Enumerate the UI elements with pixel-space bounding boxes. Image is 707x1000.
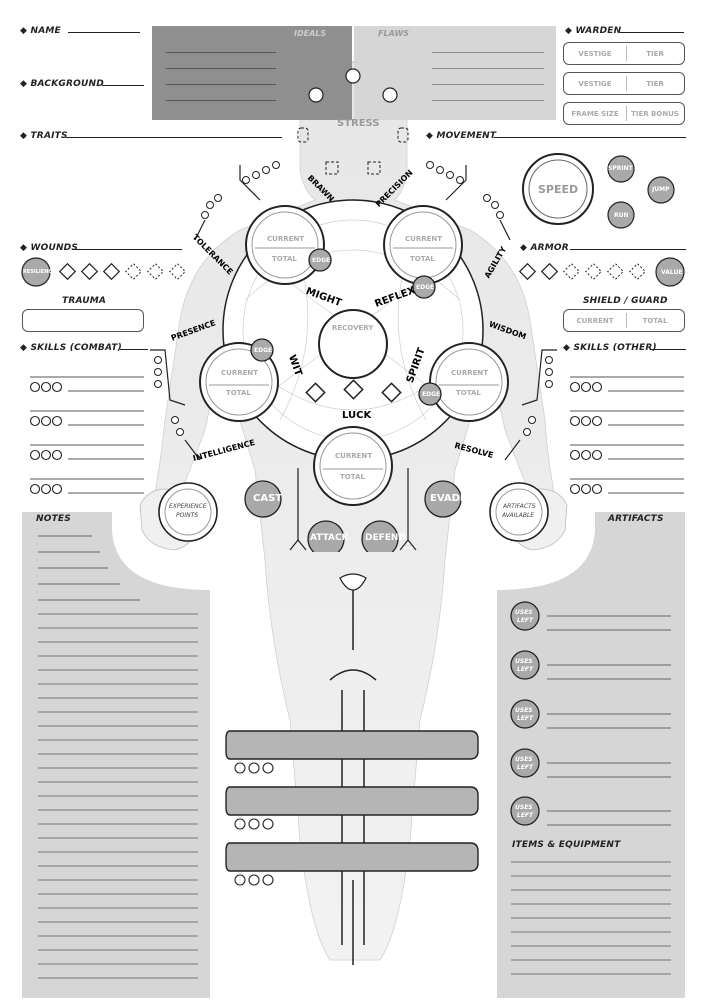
xp-artifact-circles[interactable] [0, 472, 707, 552]
uses-left-1a: USES [515, 609, 533, 616]
frame-size-label: FRAME SIZE [571, 109, 619, 118]
warden-box-2[interactable]: VESTIGE TIER [563, 72, 685, 95]
head-markers [297, 68, 409, 175]
tier-label: TIER [646, 49, 664, 58]
warden-label: ◆ WARDEN [565, 26, 622, 36]
artifacts-panel[interactable] [495, 510, 695, 1000]
trauma-field[interactable] [22, 309, 144, 332]
might-total: TOTAL [272, 255, 297, 263]
reflex-current: CURRENT [405, 235, 443, 243]
traits-line[interactable] [66, 137, 282, 138]
current-label: CURRENT [576, 316, 614, 325]
reflex-total: TOTAL [410, 255, 435, 263]
uses-left-5b: LEFT [517, 812, 534, 819]
skills-combat-label: ◆ SKILLS (COMBAT) [20, 343, 122, 353]
spirit-current: CURRENT [451, 369, 489, 377]
trauma-label: TRAUMA [62, 296, 107, 306]
wounds-label: ◆ WOUNDS [20, 243, 79, 253]
might-current: CURRENT [267, 235, 305, 243]
armor-label: ◆ ARMOR [520, 243, 569, 253]
uses-left-3b: LEFT [517, 715, 534, 722]
tier-bonus-label: TIER BONUS [631, 109, 679, 118]
notes-panel[interactable] [20, 510, 220, 1000]
skills-combat-list[interactable] [26, 370, 156, 500]
experience-label-1: EXPERIENCE [169, 503, 207, 510]
total-label: TOTAL [642, 316, 668, 325]
items-equipment-label: ITEMS & EQUIPMENT [512, 840, 621, 850]
movement-label: ◆ MOVEMENT [426, 131, 497, 141]
luck-current: CURRENT [335, 452, 373, 460]
value-label: VALUE [661, 269, 683, 276]
spirit-edge: EDGE [422, 391, 441, 398]
vestige-label: VESTIGE [578, 49, 612, 58]
skills-other-label: ◆ SKILLS (OTHER) [563, 343, 657, 353]
wit-current: CURRENT [221, 369, 259, 377]
attack-button[interactable]: ATTACK [310, 533, 349, 543]
uses-left-4b: LEFT [517, 764, 534, 771]
reflex-edge: EDGE [416, 284, 435, 291]
speed-label: SPEED [538, 183, 579, 196]
uses-left-1b: LEFT [517, 617, 534, 624]
stat-pools[interactable] [0, 0, 707, 600]
warden-box-3[interactable]: FRAME SIZE TIER BONUS [563, 102, 685, 125]
traits-label: ◆ TRAITS [20, 131, 68, 141]
defend-button[interactable]: DEFEND [365, 533, 406, 543]
uses-left-5a: USES [515, 804, 533, 811]
background-label: ◆ BACKGROUND [20, 79, 104, 89]
name-line[interactable] [68, 32, 140, 33]
armor-track[interactable] [510, 255, 690, 291]
uses-left-2a: USES [515, 658, 533, 665]
flaws-panel[interactable]: FLAWS [354, 26, 556, 120]
weapon-slots[interactable] [220, 725, 490, 895]
cast-button[interactable]: CAST [253, 493, 283, 504]
tier-label: TIER [646, 79, 664, 88]
shield-guard-box[interactable]: CURRENT TOTAL [563, 309, 685, 332]
wit-edge: EDGE [254, 347, 273, 354]
pommel-icon [339, 573, 367, 591]
wounds-track[interactable] [20, 255, 200, 291]
artifacts-label: ARTIFACTS [608, 514, 664, 524]
flaws-label: FLAWS [378, 29, 409, 38]
uses-left-2b: LEFT [517, 666, 534, 673]
movement-cluster[interactable] [510, 145, 707, 245]
uses-left-3a: USES [515, 707, 533, 714]
experience-label-2: POINTS [176, 512, 199, 519]
might-edge: EDGE [312, 257, 331, 264]
warden-box-1[interactable]: VESTIGE TIER [563, 42, 685, 65]
skills-other-list[interactable] [562, 370, 692, 500]
stress-label: STRESS [337, 118, 380, 129]
vestige-label: VESTIGE [578, 79, 612, 88]
sprint-label: SPRINT [608, 165, 633, 172]
ideals-label: IDEALS [294, 29, 327, 38]
ideals-panel[interactable]: IDEALS [152, 26, 352, 120]
luck-label: LUCK [342, 410, 372, 421]
background-line[interactable] [102, 85, 144, 86]
notes-label: NOTES [36, 514, 71, 524]
evade-button[interactable]: EVADE [430, 493, 467, 504]
wit-total: TOTAL [226, 389, 251, 397]
artifacts-available-label-2: AVAILABLE [502, 512, 535, 519]
spirit-total: TOTAL [456, 389, 481, 397]
resilience-label: RESILIENCE [23, 269, 56, 275]
luck-total: TOTAL [340, 473, 365, 481]
shield-guard-label: SHIELD / GUARD [583, 296, 668, 306]
artifacts-available-label-1: ARTIFACTS [503, 503, 536, 510]
name-label: ◆ NAME [20, 26, 61, 36]
jump-label: JUMP [652, 186, 670, 193]
recovery-label: RECOVERY [332, 324, 374, 332]
uses-left-4a: USES [515, 756, 533, 763]
run-label: RUN [614, 212, 629, 219]
connectors [150, 165, 557, 551]
chain-dots [154, 161, 553, 436]
